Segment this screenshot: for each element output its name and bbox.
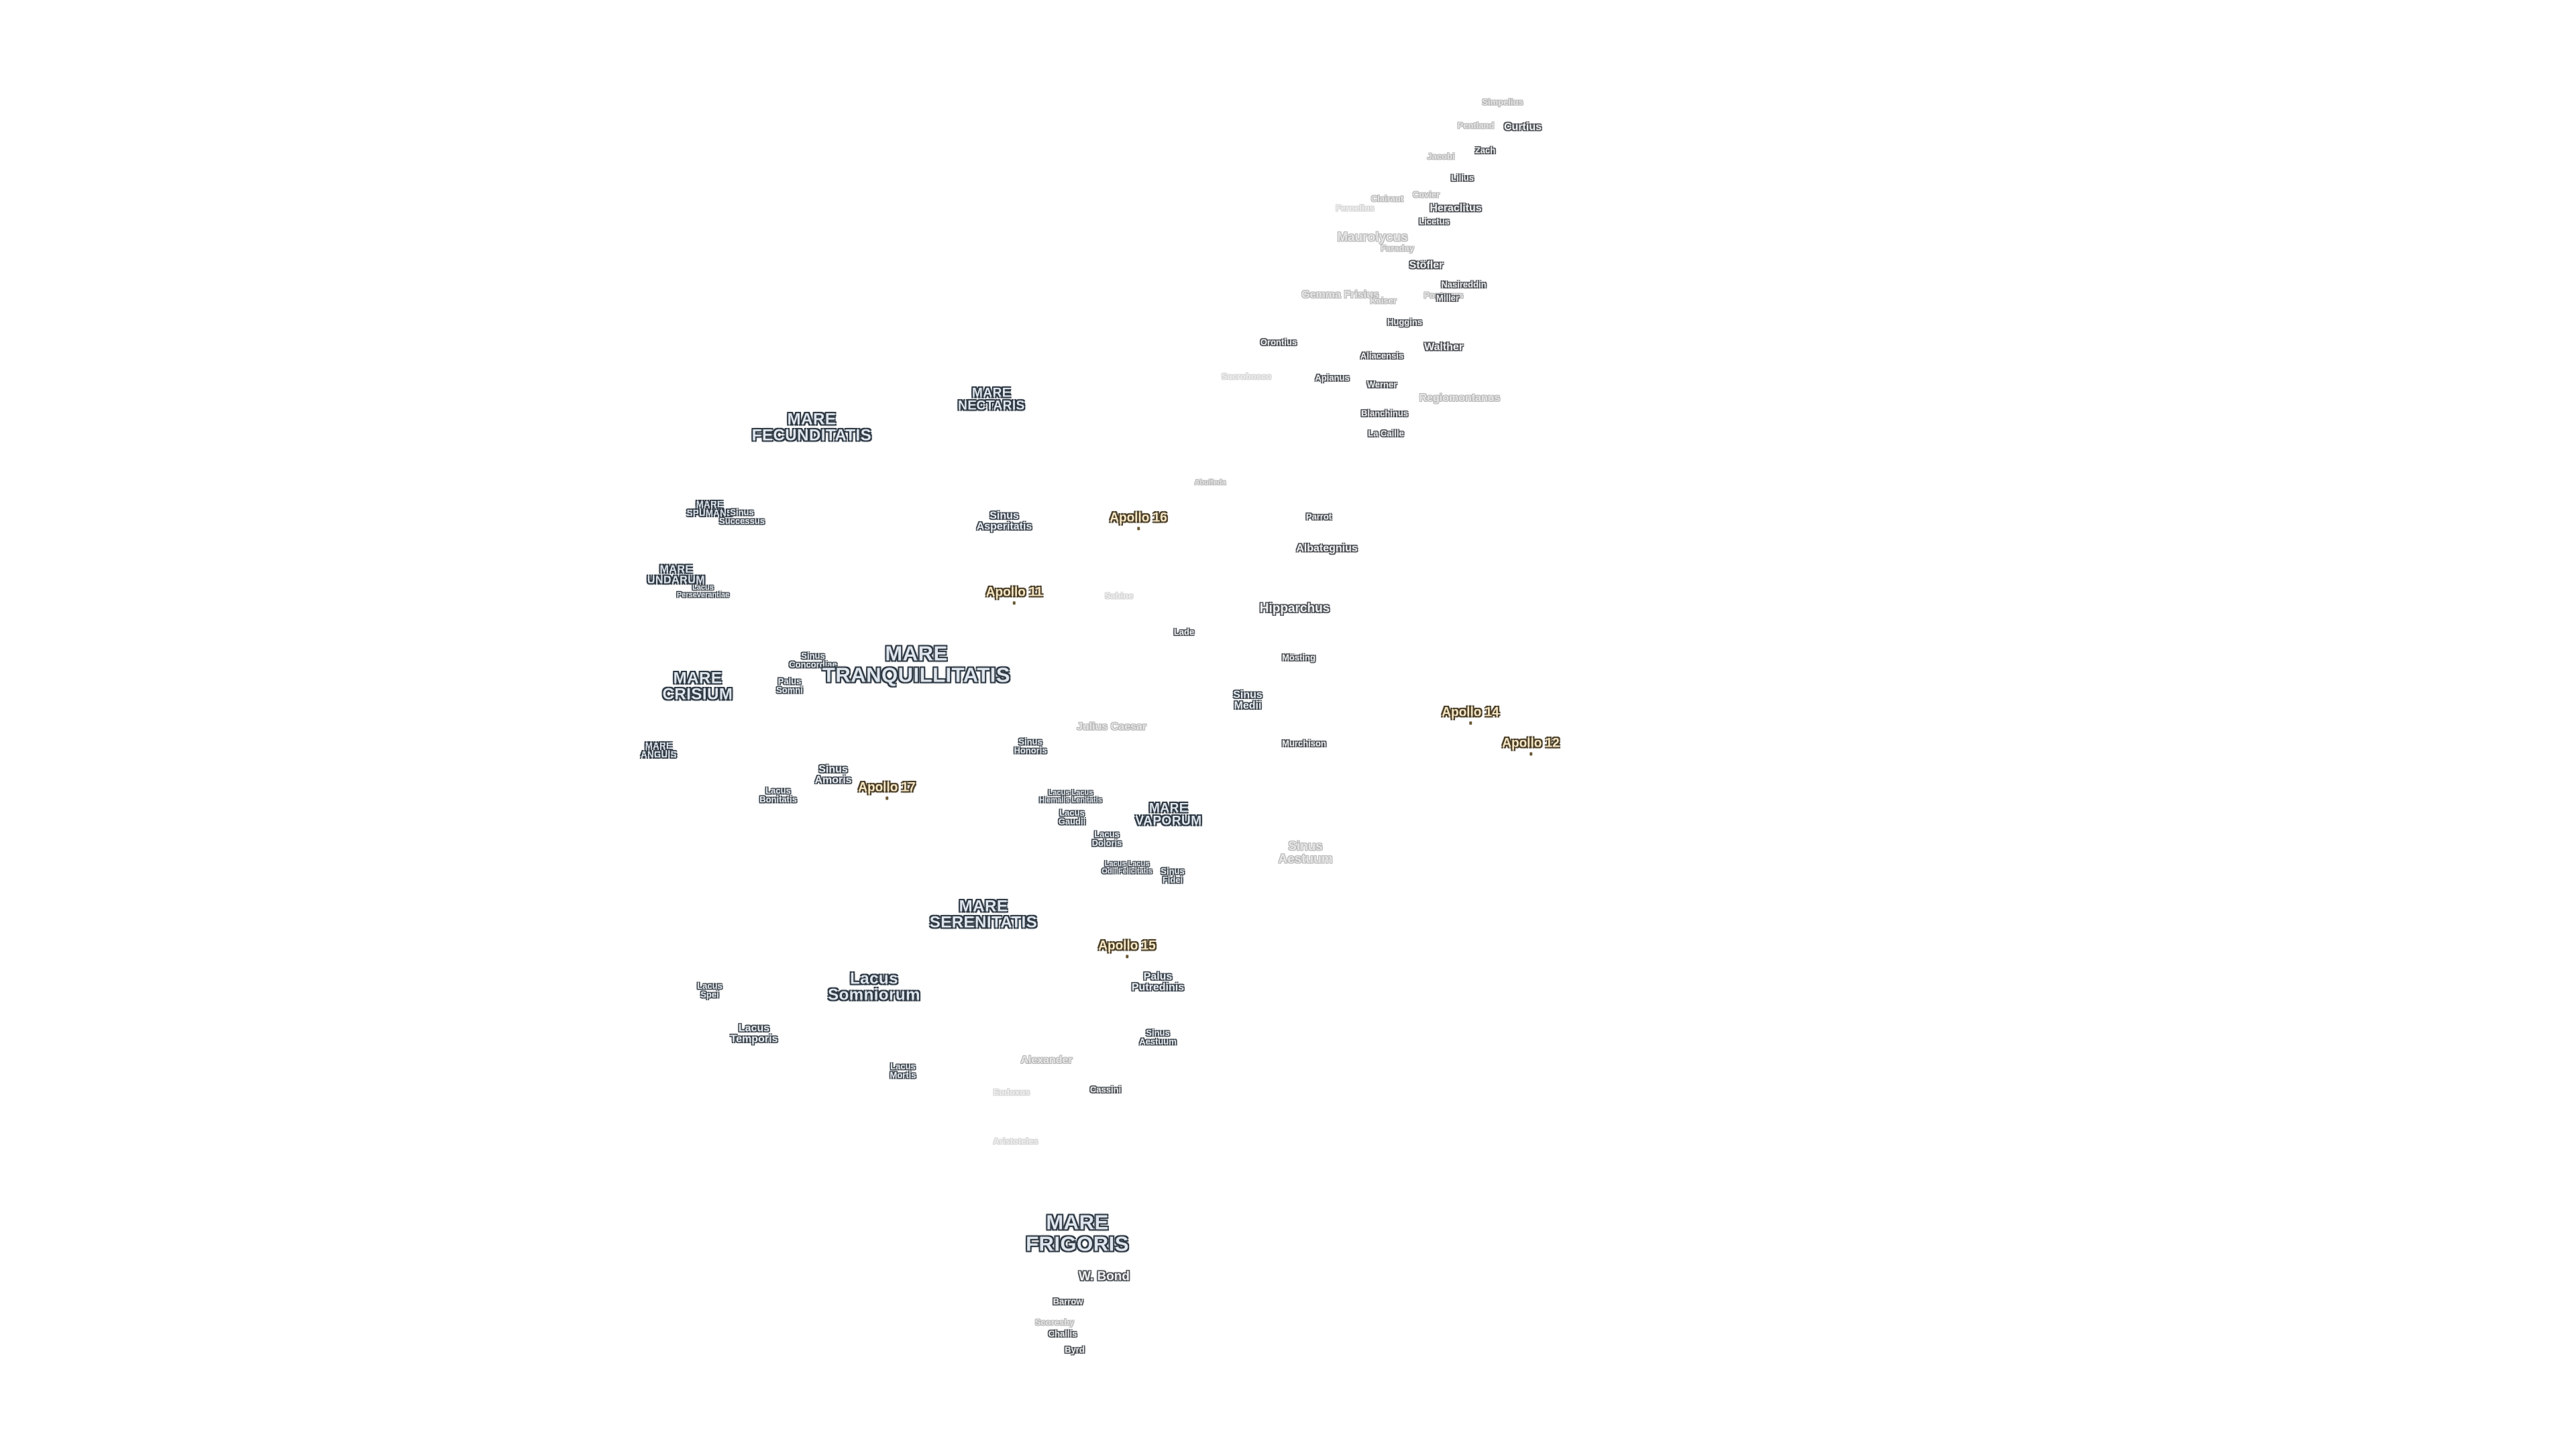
feature-label-sabine[interactable]: Sabine [1104,590,1134,601]
feature-label-byrd[interactable]: Byrd [1065,1344,1085,1355]
mare-label-mare-anguis[interactable]: MARE ANGUIS [641,740,677,759]
feature-label-stfler[interactable]: Stöfler [1409,259,1444,271]
feature-label-miller[interactable]: Miller [1436,292,1459,303]
feature-label-kaiser[interactable]: Kaiser [1370,295,1397,306]
feature-label-clairaut[interactable]: Clairaut [1371,193,1404,204]
apollo-site-apollo-16[interactable]: Apollo 16 [1110,511,1167,531]
feature-label-regiomontanus[interactable]: Regiomontanus [1419,392,1501,404]
feature-label-w-bond[interactable]: W. Bond [1079,1269,1130,1284]
feature-label-alexander[interactable]: Alexander [1020,1054,1073,1066]
mare-label-mare-spumans[interactable]: MARE SPUMANS [686,498,733,518]
feature-label-huggins[interactable]: Huggins [1387,317,1422,327]
feature-label-abulfeda[interactable]: Abulfeda [1194,478,1226,487]
feature-label-sinus-fidei[interactable]: Sinus Fidei [1161,865,1185,885]
feature-label-maurolycus[interactable]: Maurolycus [1337,230,1408,245]
mare-label-mare-crisium[interactable]: MARE CRISIUM [662,669,733,704]
feature-label-sinus-aestuum[interactable]: Sinus Aestuum [1139,1027,1177,1046]
feature-label-scoresby[interactable]: Scoresby [1034,1317,1075,1328]
feature-label-lacus-bonitatis[interactable]: Lacus Bonitatis [759,785,797,804]
mare-label-mare-vaporum[interactable]: MARE VAPORUM [1135,801,1202,828]
feature-label-sinus-successus[interactable]: Sinus Successus [719,506,765,526]
feature-label-apianus[interactable]: Apianus [1315,372,1350,383]
feature-label-lilius[interactable]: Lilius [1451,172,1474,183]
apollo-site-apollo-15[interactable]: Apollo 15 [1098,938,1156,959]
apollo-site-apollo-17[interactable]: Apollo 17 [858,780,916,801]
feature-label-lacus-lacus-hiemalis-lenitatis[interactable]: Lacus Lacus Hiemalis Lenitatis [1039,788,1102,804]
feature-label-barrow[interactable]: Barrow [1053,1296,1083,1307]
feature-label-fernelius[interactable]: Fernelius [1336,203,1375,213]
feature-label-pontanus[interactable]: Pontanus [1424,290,1464,301]
feature-label-parrot[interactable]: Parrot [1305,511,1332,522]
apollo-site-apollo-12[interactable]: Apollo 12 [1502,736,1560,757]
mare-label-mare-undarum[interactable]: MARE UNDARUM [647,564,706,586]
feature-label-challis[interactable]: Challis [1048,1328,1077,1339]
feature-label-sacrobosco[interactable]: Sacrobosco [1221,371,1272,382]
mare-label-mare-frigoris[interactable]: MARE FRIGORIS [1026,1210,1129,1255]
mare-label-mare-tranquillitatis[interactable]: MARE TRANQUILLITATIS [822,641,1011,686]
mare-label-lacus-somniorum[interactable]: Lacus Somniorum [828,969,920,1004]
feature-label-sinus-concordiae[interactable]: Sinus Concordiae [789,650,837,669]
feature-label-cuvier[interactable]: Cuvier [1412,189,1440,200]
feature-label-sinus-asperitatis[interactable]: Sinus Asperitatis [976,510,1032,533]
feature-label-sinus-honoris[interactable]: Sinus Honoris [1014,736,1047,755]
feature-label-julius-caesar[interactable]: Julius Caesar [1076,720,1147,733]
feature-label-faraday[interactable]: Faraday [1381,243,1414,254]
feature-label-hipparchus[interactable]: Hipparchus [1259,601,1330,616]
mare-label-mare-fecunditatis[interactable]: MARE FECUNDITATIS [751,410,872,445]
feature-label-lacus-spei[interactable]: Lacus Spei [697,980,722,1000]
feature-label-palus-putredinis[interactable]: Palus Putredinis [1131,971,1185,994]
feature-label-gemma-frisius[interactable]: Gemma Frisius [1301,288,1379,301]
feature-label-nasireddin[interactable]: Nasireddin [1441,279,1487,290]
feature-label-eudoxus[interactable]: Eudoxus [993,1087,1030,1097]
mare-label-mare-nectaris[interactable]: MARE NECTARIS [958,386,1025,413]
feature-label-licetus[interactable]: Licetus [1419,216,1450,227]
feature-label-sinus-amoris[interactable]: Sinus Amoris [814,763,852,786]
feature-label-walther[interactable]: Walther [1424,341,1464,353]
feature-label-pentland[interactable]: Pentland [1457,120,1495,131]
feature-label-palus-somni[interactable]: Palus Somni [776,676,803,695]
feature-label-curtius[interactable]: Curtius [1504,121,1542,133]
feature-label-zach[interactable]: Zach [1474,145,1496,156]
feature-label-orontius[interactable]: Orontius [1260,337,1297,347]
feature-label-lacus-doloris[interactable]: Lacus Doloris [1091,828,1122,848]
feature-label-sinus-medii[interactable]: Sinus Medii [1233,689,1263,712]
apollo-site-apollo-11[interactable]: Apollo 11 [985,585,1043,606]
feature-label-lade[interactable]: Lade [1173,627,1195,637]
feature-label-lacus-mortis[interactable]: Lacus Mortis [890,1061,916,1080]
feature-label-aliacensis[interactable]: Aliacensis [1360,350,1404,361]
mare-label-mare-serenitatis[interactable]: MARE SERENITATIS [929,897,1038,932]
feature-label-aristoteles[interactable]: Aristoteles [993,1136,1038,1146]
feature-label-lacus-gaudii[interactable]: Lacus Gaudii [1058,807,1086,826]
feature-label-lacus-perseverantiae[interactable]: Lacus Perseverantiae [676,583,730,599]
feature-label-murchison[interactable]: Murchison [1282,738,1326,749]
feature-label-la-caille[interactable]: La Caille [1368,428,1404,439]
feature-label-lacus-lacus-odii-felicitatis[interactable]: Lacus Lacus Odii Felicitatis [1102,859,1152,875]
feature-label-blanchinus[interactable]: Blanchinus [1360,408,1409,419]
feature-label-heraclitus[interactable]: Heraclitus [1430,202,1482,214]
feature-label-cassini[interactable]: Cassini [1089,1084,1122,1095]
apollo-site-apollo-14[interactable]: Apollo 14 [1442,705,1499,726]
feature-label-sinus-aestuum[interactable]: Sinus Aestuum [1278,839,1333,867]
feature-label-lacus-temporis[interactable]: Lacus Temporis [730,1022,778,1045]
feature-label-albategnius[interactable]: Albategnius [1296,542,1358,554]
feature-label-simpelius[interactable]: Simpelius [1482,97,1523,107]
feature-label-jacobi[interactable]: Jacobi [1427,151,1455,162]
feature-label-werner[interactable]: Werner [1366,379,1397,390]
feature-label-msting[interactable]: Mösting [1282,652,1316,663]
